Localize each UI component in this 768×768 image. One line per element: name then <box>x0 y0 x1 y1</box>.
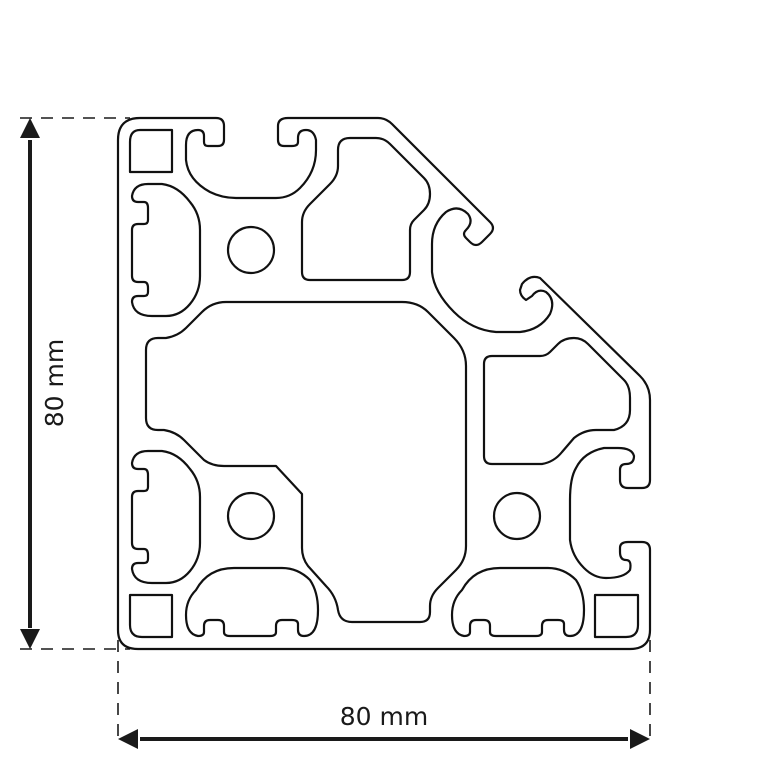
corner-pocket-bottom-right <box>593 593 640 639</box>
outer-contour <box>116 116 652 651</box>
bore-top-left <box>226 225 276 275</box>
width-label: 80 mm <box>340 702 428 731</box>
height-dimension: 80 mm <box>20 118 69 649</box>
extension-lines <box>20 117 651 745</box>
bores <box>226 225 542 541</box>
arrow-left-icon <box>118 729 138 749</box>
width-dimension: 80 mm <box>118 702 650 749</box>
bore-bottom-right <box>492 491 542 541</box>
bore-bottom-left <box>226 491 276 541</box>
cavity-center <box>144 300 468 624</box>
profile-outline <box>116 116 652 651</box>
cavity-top <box>300 136 432 282</box>
corner-pockets <box>128 128 640 639</box>
slot-left-lower <box>130 449 202 585</box>
t-slot-pockets <box>130 182 586 638</box>
corner-pocket-top-left <box>128 128 174 174</box>
arrow-right-icon <box>630 729 650 749</box>
slot-bottom-left <box>184 566 320 638</box>
cavity-right <box>482 336 632 466</box>
arrow-up-icon <box>20 118 40 138</box>
cavities <box>144 136 632 624</box>
slot-left-upper <box>130 182 202 318</box>
arrow-down-icon <box>20 629 40 649</box>
corner-pocket-bottom-left <box>128 593 174 639</box>
slot-bottom-right <box>450 566 586 638</box>
height-label: 80 mm <box>40 339 69 427</box>
